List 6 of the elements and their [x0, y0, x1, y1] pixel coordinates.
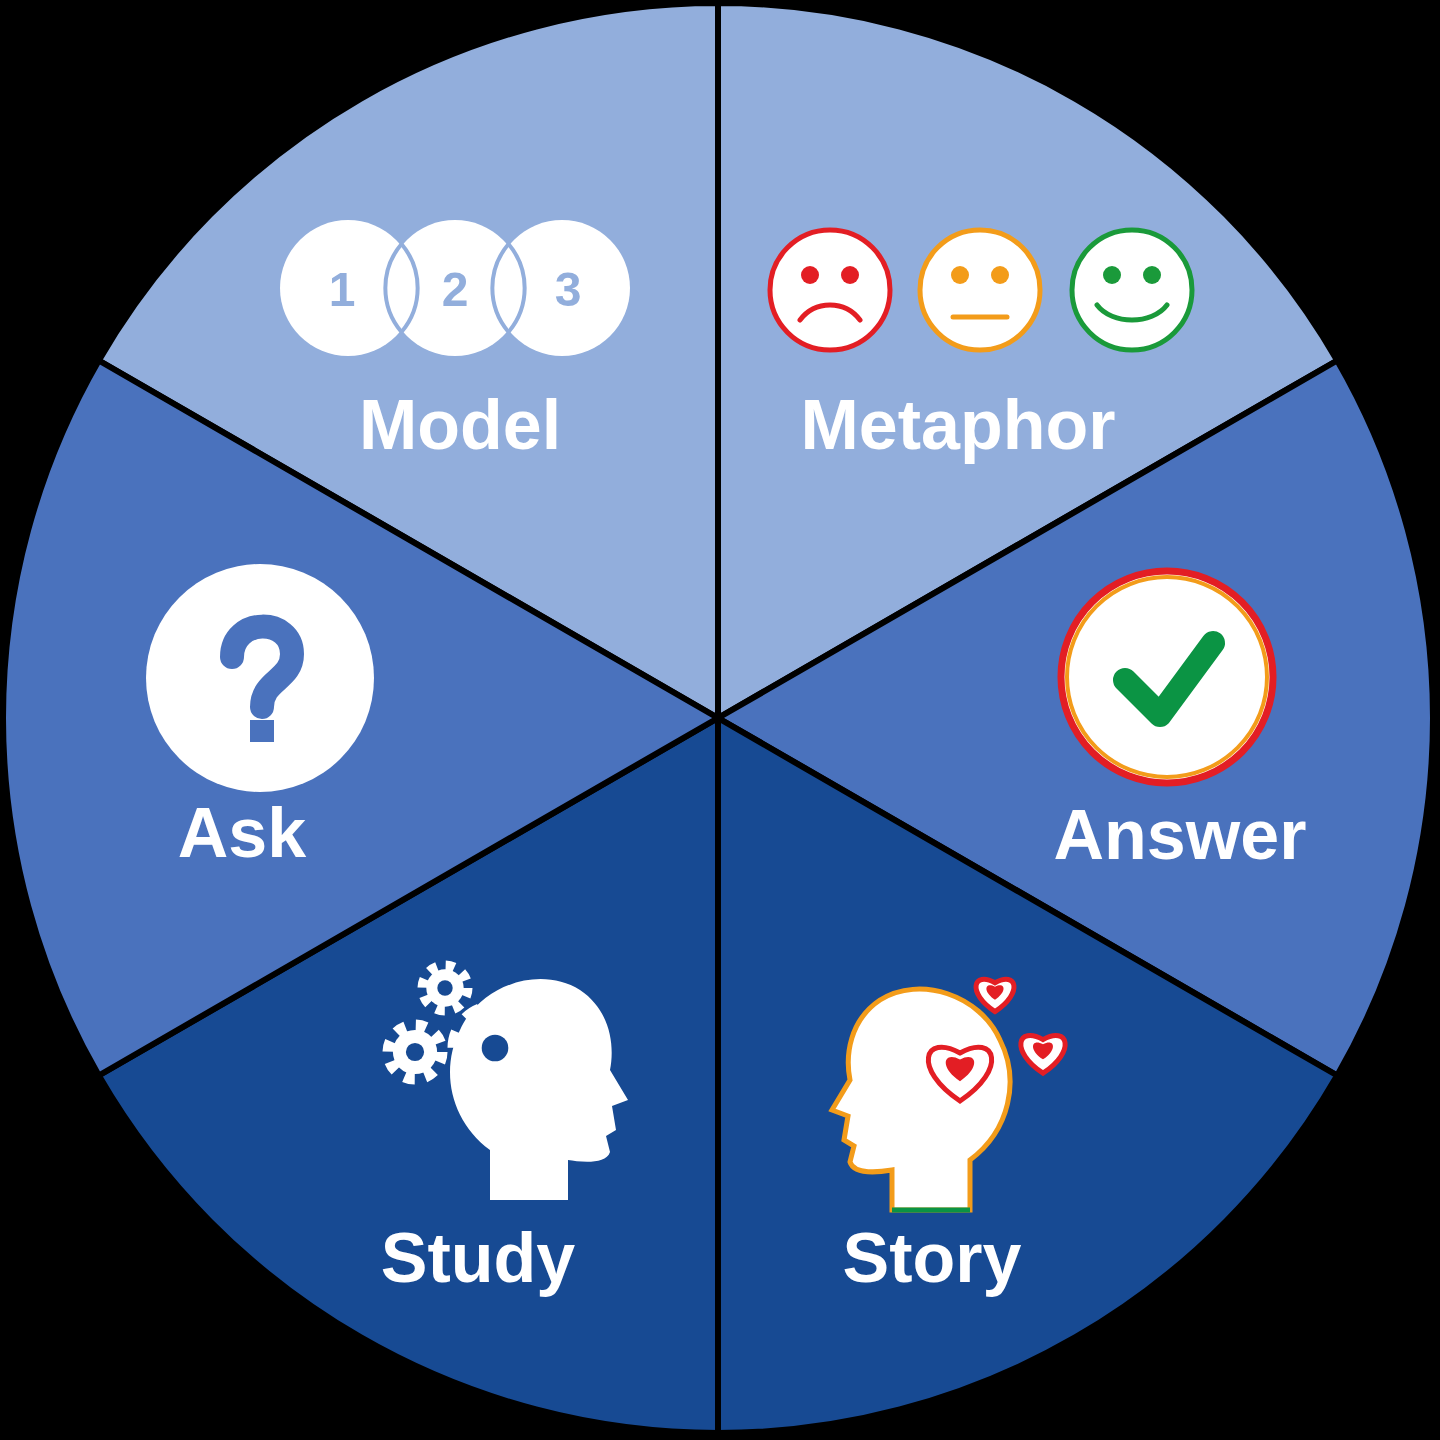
- venn-number: 3: [554, 266, 582, 314]
- slice-label: Answer: [1053, 800, 1307, 870]
- slice-label: Model: [358, 390, 562, 460]
- venn-number: 1: [328, 266, 356, 314]
- venn-number: 2: [441, 266, 469, 314]
- slice-label: Ask: [177, 798, 307, 868]
